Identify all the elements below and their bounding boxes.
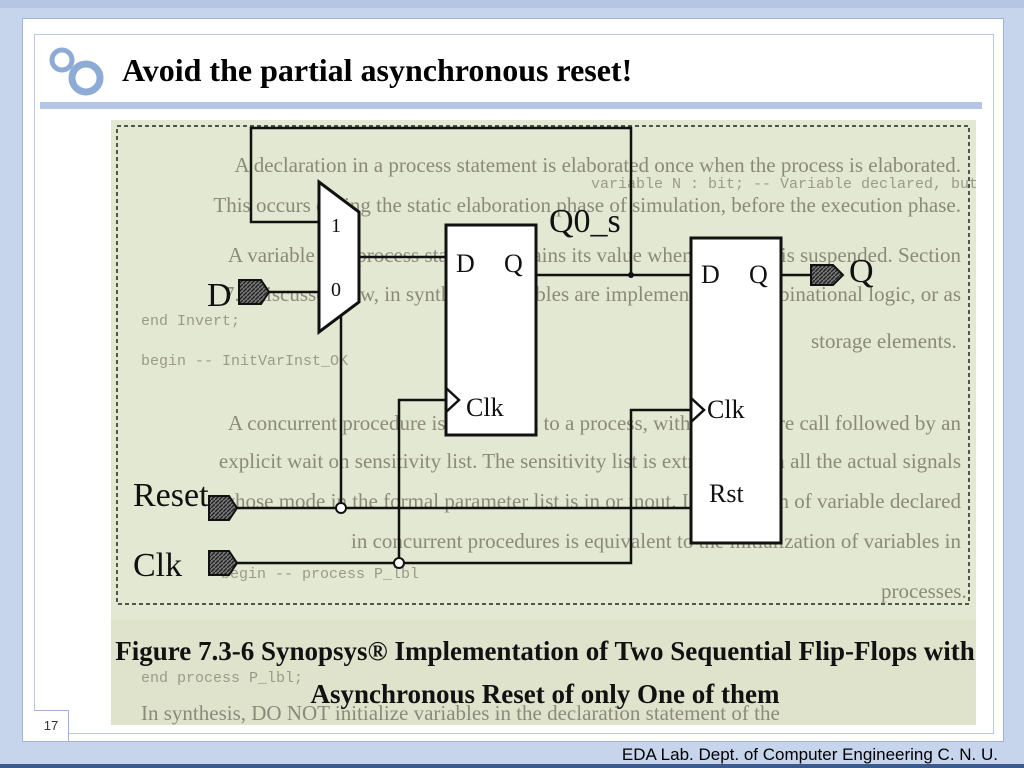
circuit-wires xyxy=(236,126,691,565)
mux-input-0-label: 0 xyxy=(331,279,341,301)
figure-caption-line-1: Figure 7.3-6 Synopsys® Implementation of… xyxy=(115,636,975,666)
ff2-q-label: Q xyxy=(749,260,768,289)
circuit-diagram: A declaration in a process statement is … xyxy=(111,120,976,725)
ff1-clock-triangle-icon xyxy=(445,387,461,413)
bg-text-line: In synthesis, DO NOT initialize variable… xyxy=(141,701,780,725)
ff1-clk-label: Clk xyxy=(466,393,504,422)
ff2-d-label: D xyxy=(701,260,720,289)
scan-lower-area xyxy=(111,620,976,725)
bg-text-line: explicit wait on sensitivity list. The s… xyxy=(219,449,961,473)
clk-wire-ff1 xyxy=(397,398,446,563)
bg-text-line: A concurrent procedure is equivalent to … xyxy=(228,411,961,435)
bg-text-line: whose mode in the formal parameter list … xyxy=(220,489,962,513)
d-port-arrow-icon xyxy=(238,279,271,305)
top-accent-band xyxy=(0,0,1024,8)
q-port-arrow-icon xyxy=(810,264,845,286)
ff2-clk-label: Clk xyxy=(707,395,745,424)
mux-2to1 xyxy=(317,179,361,335)
q-output-label: Q xyxy=(849,253,874,290)
title-underline xyxy=(40,102,982,109)
footer-credit: EDA Lab. Dept. of Computer Engineering C… xyxy=(621,745,998,764)
ff1-d-label: D xyxy=(456,249,475,278)
figure-caption-line-2: Asynchronous Reset of only One of them xyxy=(310,679,780,709)
background-page-text: A declaration in a process statement is … xyxy=(141,153,976,725)
bg-code-line: variable N : bit; -- Variable declared, … xyxy=(591,176,976,193)
bg-code-line: end Invert; xyxy=(141,313,240,330)
q0s-net-label: Q0_s xyxy=(549,203,621,240)
feedback-wire xyxy=(249,126,633,275)
reset-junction-dot xyxy=(335,502,347,514)
bg-code-line: begin -- InitVarInst_OK xyxy=(141,353,348,370)
flip-flop-2 xyxy=(689,236,783,545)
clk-port-arrow-icon xyxy=(208,550,239,576)
ff2-clock-triangle-icon xyxy=(690,397,706,423)
ff2-rst-label: Rst xyxy=(709,479,744,508)
d-input-label: D xyxy=(207,277,232,314)
bg-text-line: storage elements. xyxy=(811,329,957,353)
flip-flop-1 xyxy=(444,223,538,437)
clk-junction-dot xyxy=(393,557,405,569)
bg-code-line: end process P_lbl; xyxy=(141,670,303,687)
bg-text-line: processes. xyxy=(881,579,967,603)
q0s-junction-dot xyxy=(628,272,634,278)
mux-input-1-label: 1 xyxy=(331,215,341,237)
bg-code-line: begin -- process P_lbl xyxy=(221,566,419,583)
reset-input-label: Reset xyxy=(133,477,209,514)
bottom-accent-band xyxy=(0,764,1024,768)
bg-text-line: in concurrent procedures is equivalent t… xyxy=(351,529,961,553)
bg-text-line: A declaration in a process statement is … xyxy=(234,153,961,177)
ff1-q-label: Q xyxy=(504,249,523,278)
slide-title: Avoid the partial asynchronous reset! xyxy=(122,52,633,88)
page-number: 17 xyxy=(34,710,69,741)
clk-input-label: Clk xyxy=(133,547,182,584)
circles-logo-icon xyxy=(49,47,104,96)
reset-port-arrow-icon xyxy=(208,495,239,521)
scanned-figure: A declaration in a process statement is … xyxy=(111,120,976,725)
clk-wire-ff2 xyxy=(236,408,691,565)
